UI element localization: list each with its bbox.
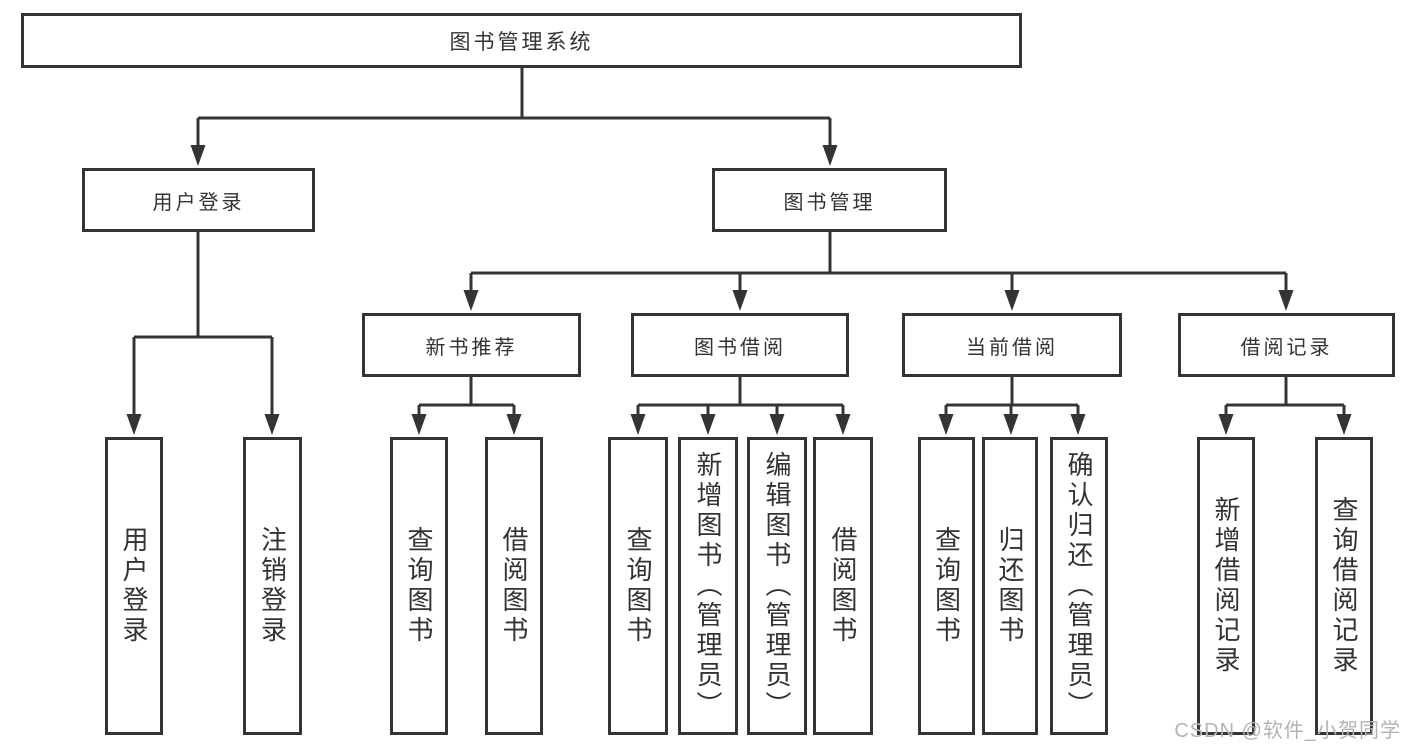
node-label: 查询图书 bbox=[623, 526, 653, 646]
node-label: 图书借阅 bbox=[694, 336, 786, 359]
leaf-add-books-admin: 新增图书（管理员） bbox=[678, 437, 738, 735]
leaf-user-login: 用户登录 bbox=[105, 437, 163, 735]
arrowhead-icons bbox=[126, 145, 1352, 435]
node-label: 用户登录 bbox=[152, 191, 245, 214]
node-label: 确认归还（管理员） bbox=[1064, 451, 1094, 721]
node-label: 图书管理 bbox=[783, 191, 876, 214]
node-borrowing-records: 借阅记录 bbox=[1178, 313, 1395, 377]
node-label: 查询图书 bbox=[404, 526, 434, 646]
leaf-return-books: 归还图书 bbox=[982, 437, 1038, 735]
leaf-add-borrow-record: 新增借阅记录 bbox=[1197, 437, 1255, 735]
csdn-watermark: CSDN @软件_小贺同学 bbox=[1174, 720, 1401, 742]
connector-edges bbox=[132, 67, 1346, 415]
node-new-book-recommend: 新书推荐 bbox=[362, 313, 581, 377]
node-current-borrowing: 当前借阅 bbox=[902, 313, 1122, 377]
node-library-management-system: 图书管理系统 bbox=[21, 13, 1022, 68]
node-label: 借阅图书 bbox=[499, 526, 529, 646]
leaf-edit-books-admin: 编辑图书（管理员） bbox=[747, 437, 807, 735]
node-label: 借阅记录 bbox=[1240, 336, 1333, 359]
node-label: 当前借阅 bbox=[966, 336, 1058, 359]
leaf-query-books-recommend: 查询图书 bbox=[390, 437, 448, 735]
node-label: 新增借阅记录 bbox=[1211, 496, 1241, 676]
leaf-query-books-borrowing: 查询图书 bbox=[608, 437, 668, 735]
leaf-logout: 注销登录 bbox=[243, 437, 302, 735]
node-user-login: 用户登录 bbox=[82, 168, 315, 232]
node-book-borrowing: 图书借阅 bbox=[631, 313, 849, 377]
node-label: 新增图书（管理员） bbox=[693, 451, 723, 721]
node-label: 编辑图书（管理员） bbox=[762, 451, 792, 721]
node-label: 用户登录 bbox=[119, 526, 149, 646]
leaf-borrow-books: 借阅图书 bbox=[813, 437, 873, 735]
node-label: 借阅图书 bbox=[828, 526, 858, 646]
leaf-query-borrow-record: 查询借阅记录 bbox=[1315, 437, 1373, 735]
node-label: 新书推荐 bbox=[425, 336, 518, 359]
leaf-query-books-current: 查询图书 bbox=[918, 437, 975, 735]
node-label: 归还图书 bbox=[995, 526, 1025, 646]
node-label: 查询图书 bbox=[931, 526, 962, 646]
node-label: 注销登录 bbox=[257, 526, 288, 646]
leaf-confirm-return-admin: 确认归还（管理员） bbox=[1050, 437, 1108, 735]
node-label: 图书管理系统 bbox=[449, 30, 594, 54]
node-book-management: 图书管理 bbox=[712, 168, 947, 232]
node-label: 查询借阅记录 bbox=[1329, 496, 1359, 676]
leaf-borrow-books-recommend: 借阅图书 bbox=[485, 437, 543, 735]
